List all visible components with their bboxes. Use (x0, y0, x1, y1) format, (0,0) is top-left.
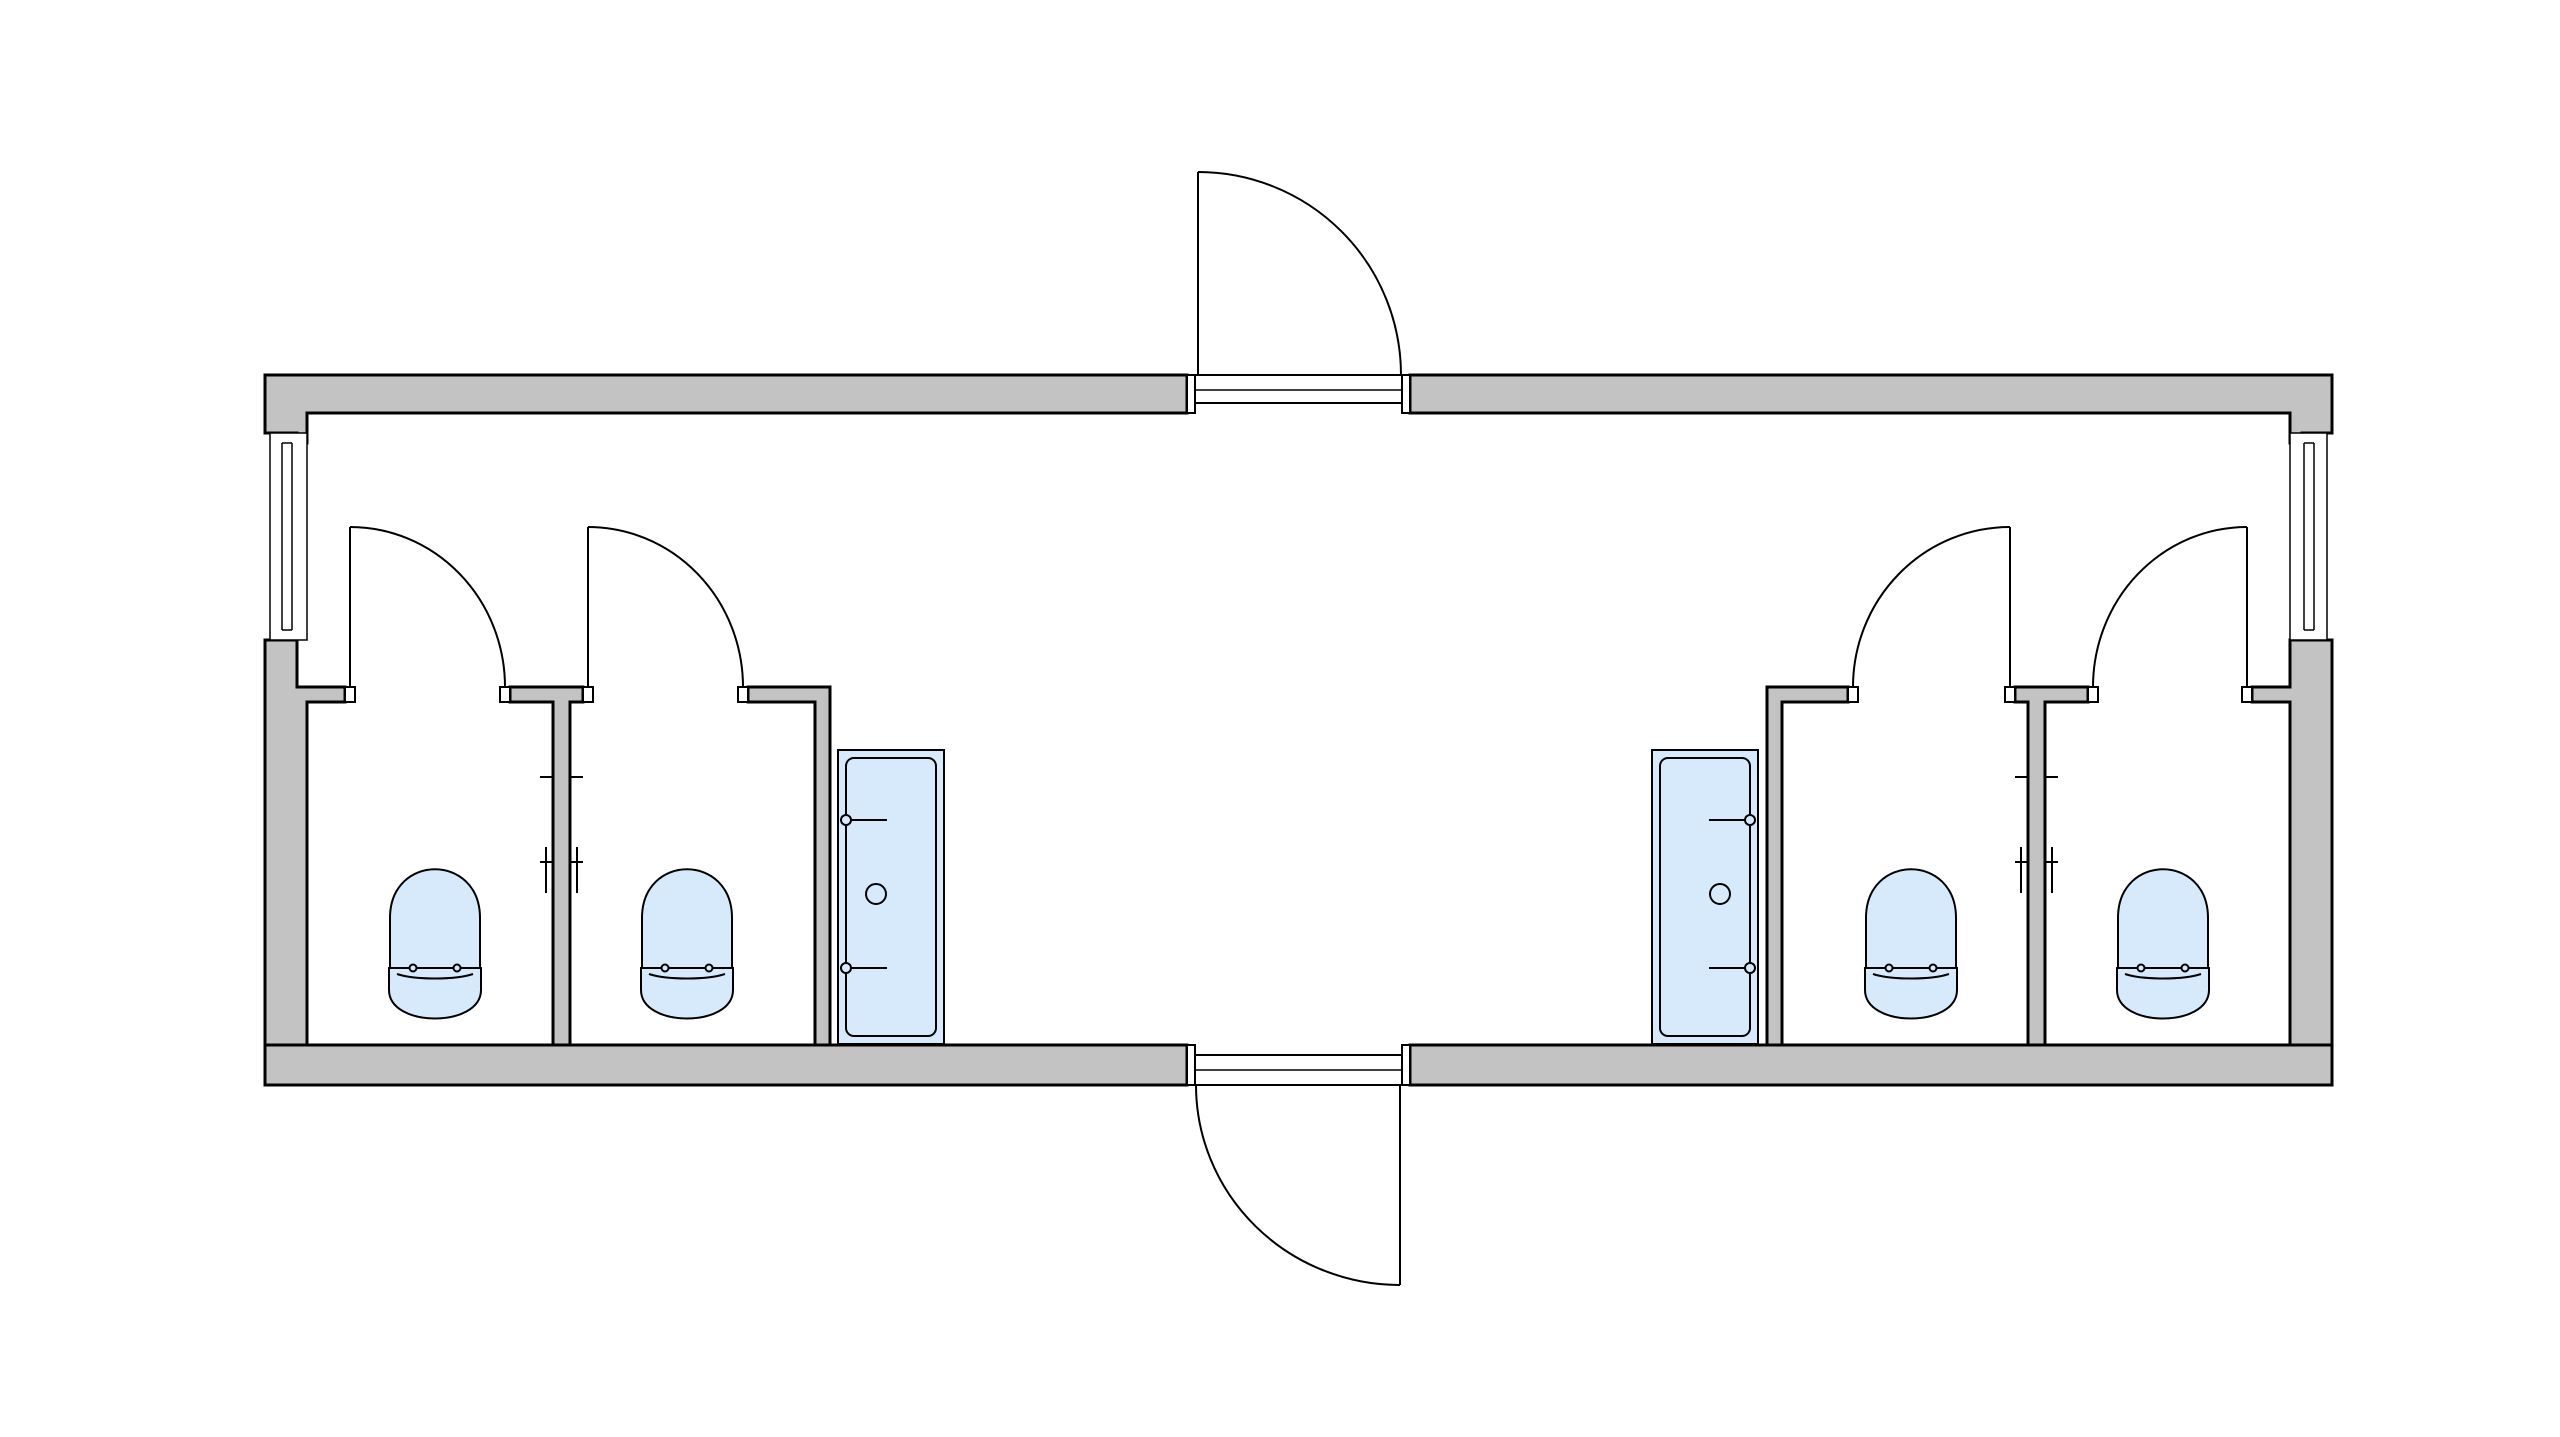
left-wall (263, 638, 347, 1047)
stall-end-wall-right (1765, 685, 1850, 1047)
top-wall-left (263, 373, 1189, 445)
window-right (2289, 432, 2328, 641)
toilet-3 (1864, 868, 1958, 1020)
toilet-icon (640, 868, 734, 1020)
bottom-wall-left (263, 1043, 1189, 1087)
door-jamb (2004, 686, 2016, 703)
door-jamb (499, 686, 511, 703)
door-jamb (1401, 374, 1411, 414)
toilet-1 (388, 868, 482, 1020)
stall-door-3[interactable] (1847, 526, 2016, 703)
entrance-door-bottom[interactable] (1186, 1044, 1411, 1286)
door-jamb (582, 686, 594, 703)
stall-end-wall-left (746, 685, 832, 1047)
stall-door-4[interactable] (2087, 526, 2253, 703)
door-jamb (2087, 686, 2099, 703)
stall-door-2[interactable] (582, 526, 749, 703)
walls (263, 373, 2334, 1087)
door-swing-icon (349, 526, 506, 688)
door-swing-icon (2092, 526, 2248, 688)
door-jamb (737, 686, 749, 703)
grab-bars-right (2015, 776, 2058, 893)
top-wall-right (1408, 373, 2334, 445)
grab-bars-left (540, 776, 583, 893)
toilet-2 (640, 868, 734, 1020)
door-jamb (1847, 686, 1859, 703)
door-jamb (1186, 374, 1196, 414)
window-left (269, 432, 308, 641)
window-icon (269, 432, 308, 641)
window-icon (2289, 432, 2328, 641)
entrance-door-top[interactable] (1186, 171, 1411, 414)
door-frame (1194, 374, 1403, 404)
toilet-4 (2116, 868, 2210, 1020)
door-jamb (1401, 1044, 1411, 1086)
door-swing-icon (1852, 526, 2011, 688)
toilet-icon (2116, 868, 2210, 1020)
bottom-wall-right (1408, 1043, 2334, 1087)
washbasin-right (1651, 749, 1759, 1045)
washbasin-left (837, 749, 945, 1045)
door-jamb (1186, 1044, 1196, 1086)
toilet-icon (388, 868, 482, 1020)
door-jamb (2241, 686, 2253, 703)
door-swing-icon (587, 526, 744, 688)
stall-door-1[interactable] (344, 526, 511, 703)
right-wall (2250, 638, 2334, 1047)
door-swing-icon (1195, 1084, 1401, 1286)
toilet-icon (1864, 868, 1958, 1020)
door-swing-icon (1197, 171, 1402, 376)
door-jamb (344, 686, 356, 703)
